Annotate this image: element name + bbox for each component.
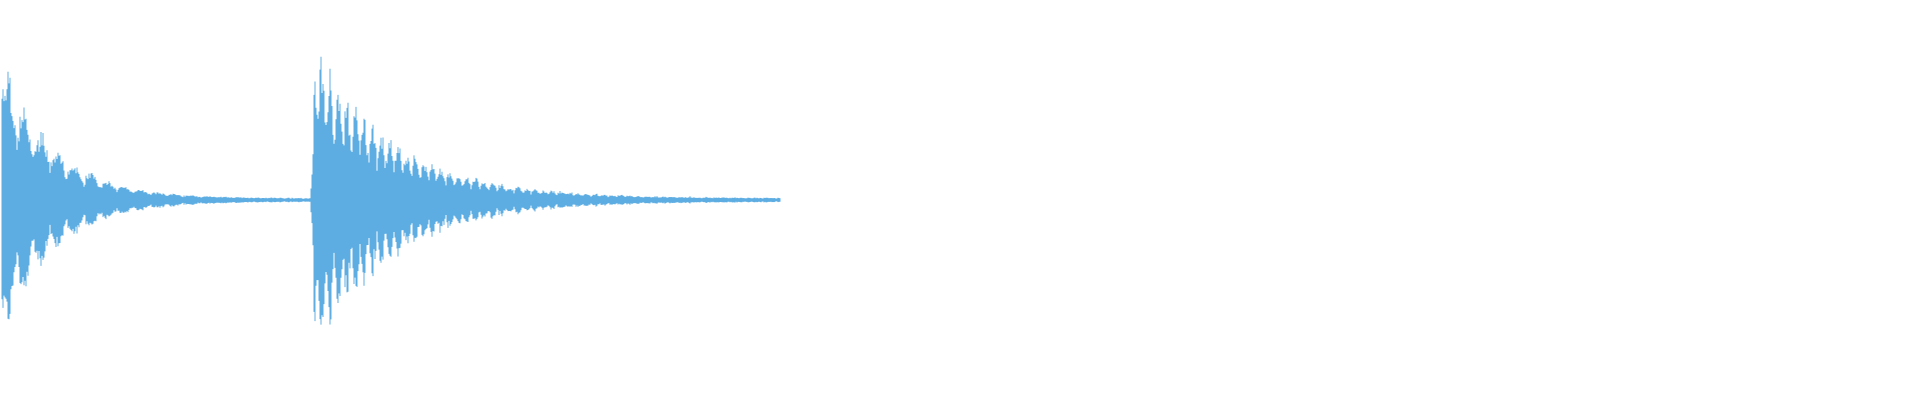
waveform-path xyxy=(1,56,781,325)
waveform-bars xyxy=(1,56,781,325)
